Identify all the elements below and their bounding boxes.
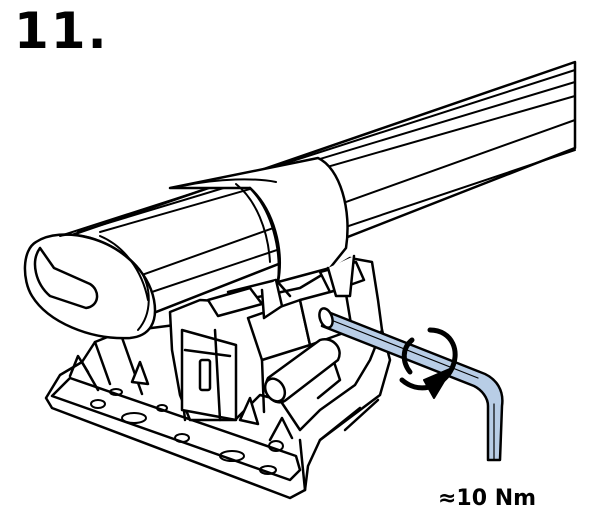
- torque-label: ≈10 Nm: [438, 486, 537, 511]
- clamp-strap: [168, 156, 356, 320]
- rotate-clockwise-arrow-icon: [399, 327, 458, 399]
- plate-slots: [90, 388, 284, 475]
- hex-key-icon: [318, 307, 504, 462]
- step-number: 11.: [14, 2, 109, 60]
